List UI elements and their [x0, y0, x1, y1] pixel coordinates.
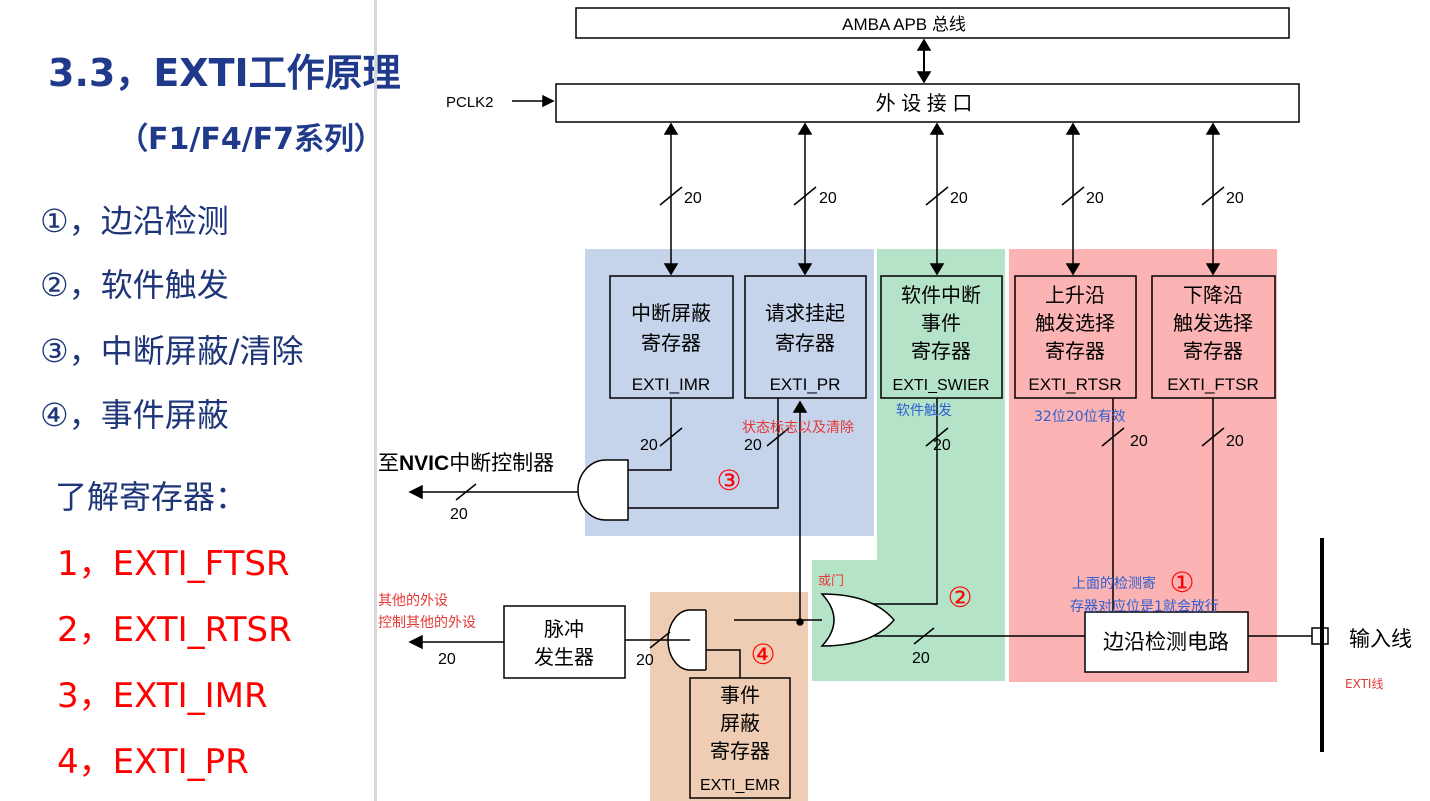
input-line-label: 输入线: [1349, 628, 1412, 651]
rtsr-register-name: EXTI_RTSR: [1028, 375, 1121, 394]
circle-marker-1: ①: [1169, 566, 1194, 599]
amba-apb-bus-box: [575, 7, 1290, 39]
peripheral-interface-label: 外 设 接 口: [876, 92, 973, 115]
swier-register-name: EXTI_SWIER: [893, 377, 990, 394]
other-periph-annotation: 其他的外设: [378, 593, 448, 609]
imr-label-line: 中断屏蔽: [631, 302, 711, 325]
bus-width-label: 20: [684, 190, 702, 207]
bus-width-label: 20: [438, 651, 456, 668]
emr-register-name: EXTI_EMR: [700, 777, 780, 794]
nvic-suffix: 中断控制器: [449, 452, 554, 475]
rtsr-label-line: 上升沿: [1045, 284, 1105, 307]
imr-label-line: 寄存器: [641, 332, 701, 355]
bus-width-label: 20: [819, 190, 837, 207]
register-item-imr: 3，EXTI_IMR: [57, 676, 268, 716]
nvic-prefix: 至: [378, 452, 399, 475]
slide-subtitle: （F1/F4/F7系列）: [118, 122, 385, 157]
interrupt-mask-region: [585, 249, 874, 536]
swier-label-line: 软件中断: [901, 284, 981, 307]
rtsr-register-box: [1014, 275, 1137, 399]
bus-width-label: 20: [950, 190, 968, 207]
detect-annotation-line2: 存器对应位是1就会放行: [1070, 598, 1219, 615]
ftsr-label-line: 触发选择: [1173, 312, 1253, 335]
detect-annotation-line1: 上面的检测寄: [1072, 575, 1156, 592]
learn-registers-label: 了解寄存器：: [55, 478, 248, 516]
left-panel: 3.3，EXTI工作原理 （F1/F4/F7系列） ①，边沿检测 ②，软件触发 …: [0, 0, 401, 801]
peripheral-interface-box: [555, 83, 1300, 123]
pr-annotation: 状态标志以及清除: [742, 420, 854, 436]
bus-width-label: 20: [1226, 190, 1244, 207]
bus-width-label: 20: [912, 650, 930, 667]
slide-title: 3.3，EXTI工作原理: [48, 51, 401, 95]
edge-circuit-label: 边沿检测电路: [1103, 631, 1229, 654]
pulse-gen-label-line: 脉冲: [544, 618, 584, 641]
pulse-generator-box: [503, 605, 626, 679]
nvic-output-label: 至NVIC中断控制器: [378, 452, 554, 475]
bus-width-label: 20: [640, 437, 658, 454]
pr-register-name: EXTI_PR: [770, 375, 841, 394]
edge-detect-circuit-box: [1084, 611, 1249, 673]
swier-label-line: 事件: [921, 312, 961, 335]
register-item-pr: 4，EXTI_PR: [57, 742, 249, 782]
pr-label-line: 请求挂起: [765, 302, 845, 325]
bus-width-label: 20: [1086, 190, 1104, 207]
bus-width-label: 20: [933, 437, 951, 454]
circle-marker-4: ④: [750, 638, 775, 671]
bus-width-label: 20: [450, 506, 468, 523]
ftsr-register-name: EXTI_FTSR: [1167, 375, 1259, 394]
divider: [374, 0, 377, 801]
emr-label-line: 屏蔽: [720, 712, 760, 735]
edge-detect-region: [1009, 249, 1277, 682]
exti-line-annotation: EXTI线: [1345, 677, 1383, 691]
rtsr-label-line: 寄存器: [1045, 340, 1105, 363]
software-trigger-region: [877, 249, 1005, 681]
feature-event-mask: ④，事件屏蔽: [40, 396, 229, 434]
pclk2-label: PCLK2: [446, 94, 494, 111]
pulse-gen-label-line: 发生器: [534, 646, 594, 669]
control-periph-annotation: 控制其他的外设: [378, 615, 476, 631]
feature-edge-detect: ①，边沿检测: [40, 202, 229, 240]
nvic-bold: NVIC: [399, 452, 449, 475]
ftsr-label-line: 寄存器: [1183, 340, 1243, 363]
circle-marker-2: ②: [947, 581, 972, 614]
or-gate-annotation: 或门: [818, 574, 844, 589]
amba-bus-label: AMBA APB 总线: [842, 15, 966, 34]
sw-annotation: 软件触发: [896, 403, 952, 419]
circle-marker-3: ③: [716, 464, 741, 497]
feature-interrupt-mask: ③，中断屏蔽/清除: [40, 332, 304, 370]
imr-register-name: EXTI_IMR: [632, 375, 710, 394]
register-item-ftsr: 1，EXTI_FTSR: [57, 544, 290, 584]
bus-width-label: 20: [1226, 433, 1244, 450]
pr-register-box: [744, 275, 867, 399]
bus-width-label: 20: [744, 437, 762, 454]
emr-label-line: 事件: [720, 684, 760, 707]
bus-width-label: 20: [636, 652, 654, 669]
or-gate: [820, 593, 895, 647]
swier-label-line: 寄存器: [911, 340, 971, 363]
bits-annotation: 32位20位有效: [1034, 409, 1126, 425]
bus-width-label: 20: [1130, 433, 1148, 450]
pr-label-line: 寄存器: [775, 332, 835, 355]
swier-register-box: [880, 275, 1003, 399]
interrupt-and-gate: [577, 459, 629, 521]
ftsr-label-line: 下降沿: [1183, 284, 1243, 307]
rtsr-label-line: 触发选择: [1035, 312, 1115, 335]
register-item-rtsr: 2，EXTI_RTSR: [57, 610, 292, 650]
feature-software-trigger: ②，软件触发: [40, 266, 229, 304]
emr-label-line: 寄存器: [710, 740, 770, 763]
